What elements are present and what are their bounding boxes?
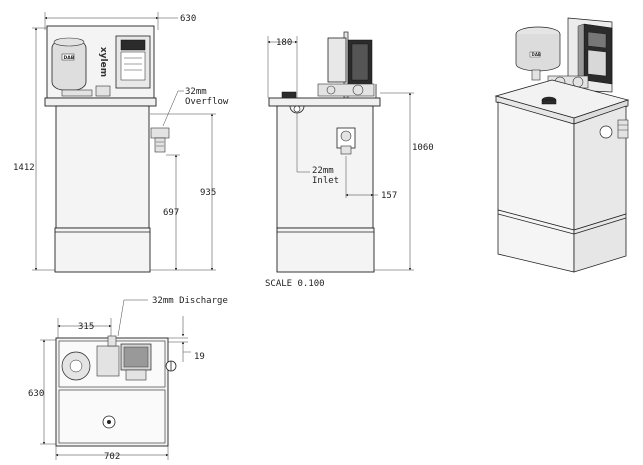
dim-label-19: 19	[194, 352, 205, 362]
dim-label-157: 157	[381, 191, 397, 201]
side-pipework	[317, 83, 375, 97]
dim-label-697: 697	[163, 208, 179, 218]
dim-label-1412: 1412	[13, 163, 35, 173]
plan-view: 32mm Discharge 315 19	[28, 296, 228, 462]
dim-label-1060: 1060	[412, 143, 434, 153]
lid	[44, 97, 157, 107]
side-cabinet-base	[276, 227, 375, 273]
dim-label-180: 180	[276, 38, 292, 48]
inlet-label-line1: 22mm	[312, 166, 334, 176]
overflow-label-line2: Overflow	[185, 97, 229, 107]
iso-base-side	[573, 213, 627, 273]
control-panel	[120, 51, 146, 81]
plan-discharge-fitting	[107, 335, 117, 347]
dim-label-315: 315	[78, 322, 94, 332]
front-view: 630 DAB xylem 32mm Over	[13, 12, 229, 273]
discharge-label: 32mm Discharge	[152, 296, 228, 306]
overflow-leader	[162, 90, 179, 127]
pump-head	[95, 85, 111, 97]
side-view: 180 22mm Inlet 1060	[265, 31, 434, 289]
dim-label-702: 702	[104, 452, 120, 462]
overflow-fitting	[150, 127, 170, 139]
side-knob	[281, 91, 297, 99]
pipework	[61, 89, 93, 97]
expansion-tank	[51, 39, 87, 91]
control-display	[120, 39, 146, 51]
discharge-leader	[117, 299, 125, 337]
side-lid	[268, 97, 381, 107]
dim-label-plan-630: 630	[28, 389, 44, 399]
plan-pump	[96, 345, 120, 377]
iso-tank-badge-text: DAB	[532, 52, 541, 57]
scale-label: SCALE 0.100	[265, 279, 325, 289]
iso-overflow-fitting	[617, 119, 629, 139]
inlet-label-line2: Inlet	[312, 176, 339, 186]
side-cabinet-body	[276, 105, 374, 229]
isometric-view: DAB	[494, 17, 630, 273]
dim-label-630: 630	[180, 14, 196, 24]
overflow-label-line1: 32mm	[185, 87, 207, 97]
tank-badge-text: DAB	[64, 55, 75, 61]
overflow-fitting-lower	[154, 137, 166, 153]
tank-cap	[53, 37, 85, 47]
iso-side-port	[599, 125, 613, 139]
cabinet-body	[55, 105, 150, 229]
iso-body-front	[497, 101, 575, 231]
tank-badge	[61, 53, 75, 61]
dim-label-935: 935	[200, 188, 216, 198]
cabinet-base	[54, 227, 151, 273]
side-control-box	[327, 37, 347, 83]
brand-label: xylem	[98, 47, 108, 77]
